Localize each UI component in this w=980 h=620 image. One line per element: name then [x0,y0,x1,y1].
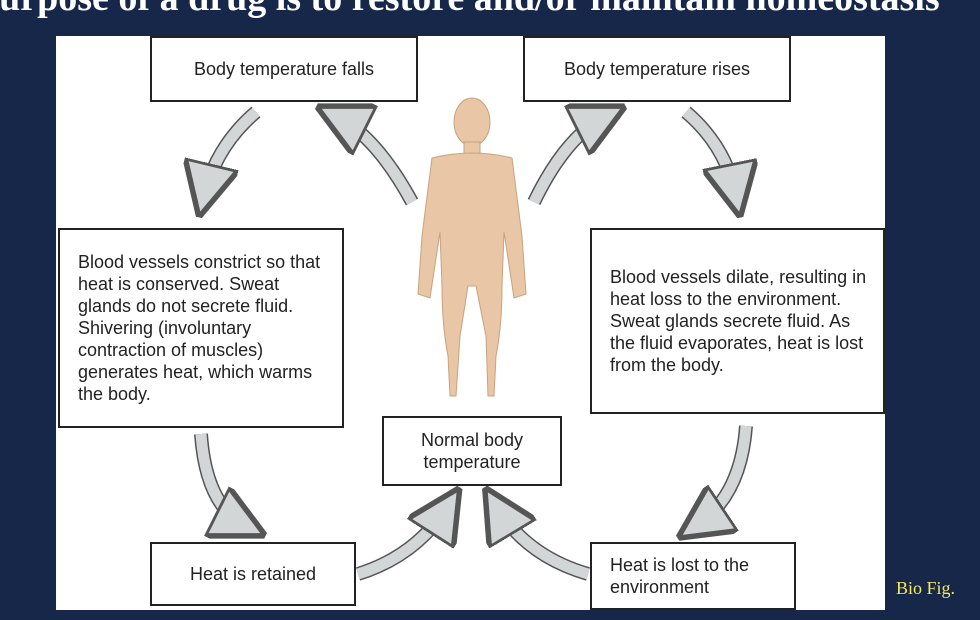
arrow-retained-to-normal-fill [356,506,448,580]
diagram-graphics [56,97,885,581]
human-figure [417,97,527,397]
arrow-center-to-falls-fill [336,116,417,205]
box-heat-lost: Heat is lost to the environment [590,542,796,610]
arrow-rises-to-dilate-fill [682,107,736,196]
arrow-lost-to-normal-fill [496,506,590,580]
box-normal-temperature: Normal body temperature [382,416,562,486]
box-vessels-constrict: Blood vessels constrict so that heat is … [58,228,344,428]
figure-caption: Bio Fig. [896,578,956,598]
thermoregulation-diagram: Body temperature falls Body temperature … [56,36,885,610]
box-heat-retained: Heat is retained [150,542,356,606]
arrow-dilate-to-lost-fill [696,425,752,526]
arrow-center-to-rises-fill [529,116,606,205]
arrow-falls-to-constrict-fill [204,107,260,196]
slide-title: purpose of a drug is to restore and/or m… [0,0,980,18]
box-temperature-falls: Body temperature falls [150,36,418,102]
box-temperature-rises: Body temperature rises [523,36,791,102]
box-vessels-dilate: Blood vessels dilate, resulting in heat … [590,228,885,414]
arrow-constrict-to-retained-fill [195,433,246,526]
